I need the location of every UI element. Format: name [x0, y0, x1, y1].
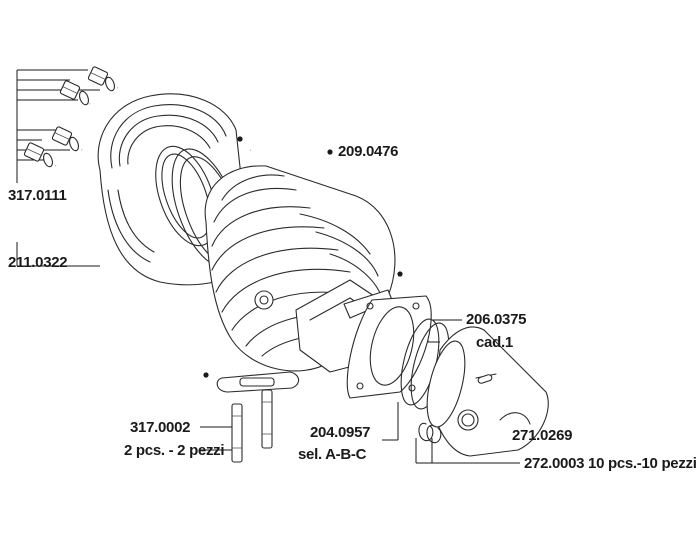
label-rings-qty: cad.1	[476, 334, 513, 351]
label-head-gasket: 211.0322	[8, 254, 68, 271]
circlips	[418, 422, 442, 444]
label-base-gasket: 204.0957	[310, 424, 371, 441]
small-gasket	[216, 371, 300, 393]
bullet-dots	[203, 136, 403, 378]
piston	[426, 326, 549, 457]
dowels	[231, 389, 273, 463]
label-piston: 271.0269	[512, 427, 573, 444]
label-cylinder: 209.0476	[338, 143, 399, 160]
label-dowels: 317.0002	[130, 419, 191, 436]
label-rings: 206.0375	[466, 311, 527, 328]
label-stud-nut: 317.0111	[8, 187, 67, 204]
label-base-gasket-sel: sel. A-B-C	[298, 446, 367, 463]
nuts-washers	[23, 66, 116, 168]
label-dowels-qty: 2 pcs. - 2 pezzi	[124, 442, 225, 459]
label-clips: 272.0003 10 pcs.-10 pezzi	[524, 455, 697, 472]
base-gasket	[346, 295, 432, 399]
